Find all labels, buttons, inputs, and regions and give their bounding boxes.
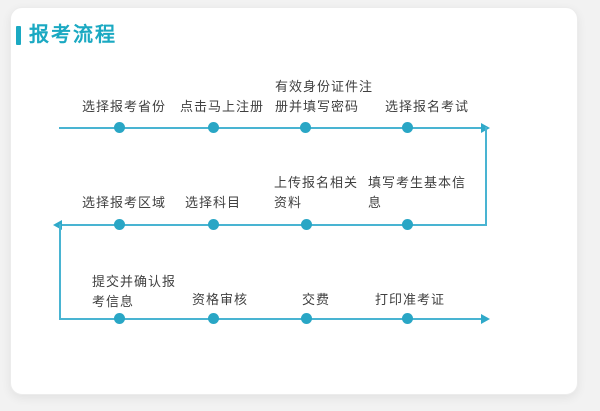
step-dot-qualification-review xyxy=(208,313,219,324)
title-accent-bar xyxy=(16,25,21,45)
step-dot-upload-materials xyxy=(301,219,312,230)
step-label-fill-basic-info: 填写考生基本信 息 xyxy=(368,175,467,210)
step-dot-select-subjects xyxy=(208,219,219,230)
step-label-id-register-password: 有效身份证件注 册并填写密码 xyxy=(275,79,374,114)
step-label-qualification-review: 资格审核 xyxy=(192,292,249,307)
step-label-select-province: 选择报考省份 xyxy=(82,99,167,114)
flow-line-left-connector xyxy=(59,224,61,320)
flow-line-row3 xyxy=(59,318,487,320)
step-label-upload-materials: 上传报名相关 资料 xyxy=(274,175,359,210)
flow-line-right-connector xyxy=(485,127,487,226)
step-dot-print-admission-ticket xyxy=(402,313,413,324)
step-label-click-register: 点击马上注册 xyxy=(180,99,265,114)
arrow-right-icon xyxy=(481,314,490,324)
step-dot-pay-fee xyxy=(301,313,312,324)
step-dot-select-exam xyxy=(402,122,413,133)
step-dot-submit-confirm xyxy=(114,313,125,324)
arrow-left-icon xyxy=(53,220,62,230)
step-label-select-subjects: 选择科目 xyxy=(185,195,242,210)
step-dot-id-register-password xyxy=(300,122,311,133)
step-dot-fill-basic-info xyxy=(402,219,413,230)
step-dot-click-register xyxy=(208,122,219,133)
step-label-select-region: 选择报考区域 xyxy=(82,195,167,210)
step-label-print-admission-ticket: 打印准考证 xyxy=(375,292,446,307)
section-title: 报考流程 xyxy=(16,24,117,46)
section-title-text: 报考流程 xyxy=(29,24,117,46)
step-dot-select-province xyxy=(114,122,125,133)
step-label-submit-confirm: 提交并确认报 考信息 xyxy=(92,274,177,309)
step-label-select-exam: 选择报名考试 xyxy=(385,99,470,114)
flow-line-row1 xyxy=(59,127,487,129)
application-process-card xyxy=(10,7,578,395)
step-dot-select-region xyxy=(114,219,125,230)
flow-line-row2 xyxy=(59,224,487,226)
step-label-pay-fee: 交费 xyxy=(302,292,331,307)
